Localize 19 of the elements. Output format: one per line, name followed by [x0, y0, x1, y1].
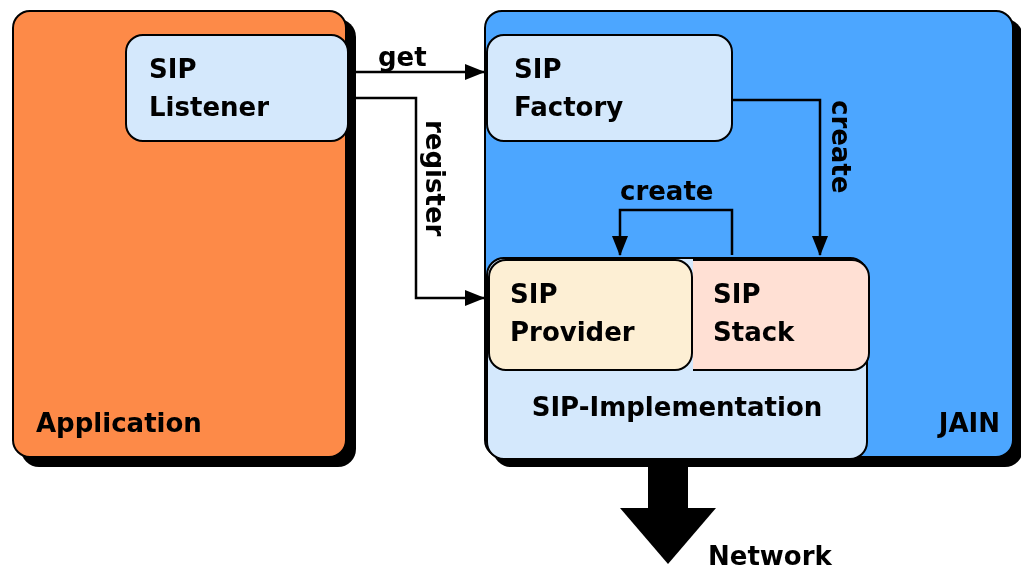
arrow — [731, 98, 828, 256]
component-box — [125, 34, 349, 142]
arrow — [612, 208, 734, 256]
box-label: SIP Listener — [149, 53, 270, 124]
box-label: SIP Factory — [514, 53, 625, 124]
edge-label: create — [826, 100, 856, 194]
box-label: Network — [708, 540, 833, 573]
edge-label: register — [420, 120, 450, 237]
box-label: JAIN — [938, 407, 1000, 440]
box-label: SIP Stack — [713, 278, 796, 349]
component-box — [693, 259, 870, 371]
box-label: Application — [36, 407, 202, 440]
component-box — [486, 257, 868, 460]
edge-label: create — [620, 176, 714, 206]
component-box — [486, 34, 733, 142]
box-label: SIP-Implementation — [530, 392, 824, 422]
edge-label: get — [378, 42, 427, 72]
box-label: SIP Provider — [510, 278, 636, 349]
component-box — [488, 259, 693, 371]
